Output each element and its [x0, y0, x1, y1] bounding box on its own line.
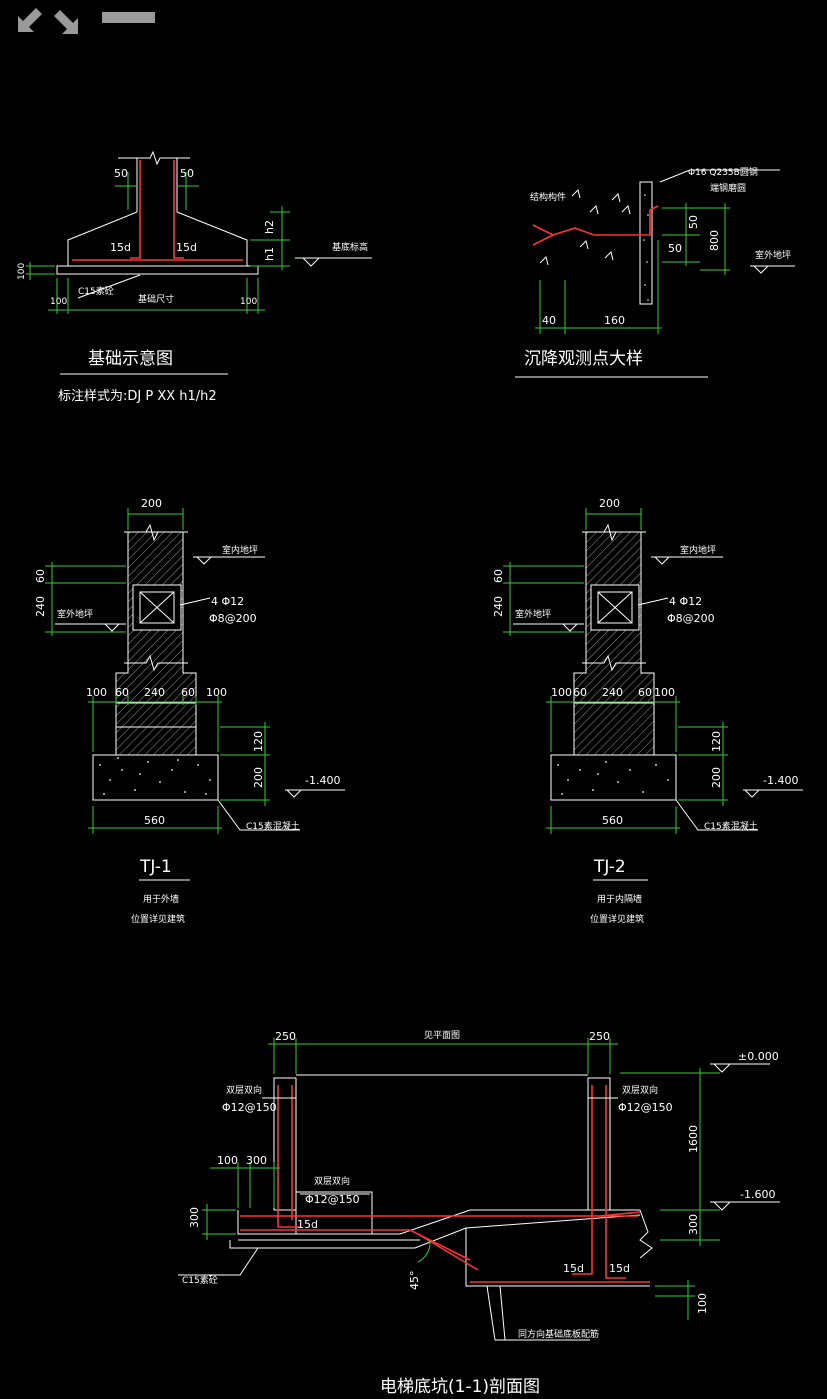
dim-800: 800	[708, 230, 721, 251]
pit-cushion: C15素砼	[182, 1274, 218, 1286]
settlement-detail: Φ16 Q235B圆钢 端钢磨圆 结构构件 室外地坪 50 50 800 40 …	[515, 166, 795, 378]
dim-h1: h1	[263, 247, 276, 261]
tj1-outdoor-floor: 室外地坪	[57, 608, 93, 620]
tj2-beam-main: 4 Φ12	[669, 595, 702, 608]
tj2-beam-stirrup: Φ8@200	[667, 612, 715, 625]
pit-dim-1600: 1600	[687, 1125, 700, 1153]
pit-dim-300-right: 300	[687, 1214, 700, 1235]
label-rebar-note: 端钢磨圆	[710, 182, 746, 194]
tj2-d100b: 100	[654, 686, 675, 699]
tj1-elevation: -1.400	[305, 774, 340, 787]
tj2-d240b: 240	[602, 686, 623, 699]
pit-right-rebar: Φ12@150	[618, 1101, 673, 1114]
tj1-labels: 200 60 240 100 60 240 60 100 120 200 560…	[34, 497, 340, 925]
tj2-d120: 120	[710, 731, 723, 752]
pit-elev-bottom: -1.600	[740, 1188, 775, 1201]
expand-arrows-icon[interactable]	[14, 2, 80, 38]
tj1-beam-stirrup: Φ8@200	[209, 612, 257, 625]
tj1-beam-main: 4 Φ12	[211, 595, 244, 608]
pit-right-bidir: 双层双向	[622, 1084, 658, 1096]
dim-h2: h2	[263, 220, 276, 234]
tj1-note-1: 用于外墙	[143, 893, 179, 905]
tj1-d100b: 100	[206, 686, 227, 699]
label-cushion: C15素砼	[78, 285, 114, 297]
pit-dim-left-wall: 250	[275, 1030, 296, 1043]
tj1-d120: 120	[252, 731, 265, 752]
tj1-base-width: 560	[144, 814, 165, 827]
tj2-base-width: 560	[602, 814, 623, 827]
pit-anchor-bl: 15d	[563, 1262, 584, 1275]
tj1-d240: 240	[34, 596, 47, 617]
concrete-speckle-tj1	[99, 757, 211, 795]
dim-left-offset: 100	[50, 297, 67, 307]
label-rebar-spec: Φ16 Q235B圆钢	[688, 166, 758, 178]
tj2-d60b: 60	[638, 686, 652, 699]
foundation-title: 基础示意图	[88, 349, 173, 369]
dim-right-top: 50	[180, 167, 194, 180]
pit-mid-bidir: 双层双向	[314, 1175, 350, 1187]
tj2-d100a: 100	[551, 686, 572, 699]
pit-title: 电梯底坑(1-1)剖面图	[380, 1377, 540, 1397]
tj1-d100a: 100	[86, 686, 107, 699]
label-base-elevation: 基底标高	[332, 241, 368, 253]
tj2-indoor-floor: 室内地坪	[680, 544, 716, 556]
tj2-top-width: 200	[599, 497, 620, 510]
tj1-d60b: 60	[181, 686, 195, 699]
pit-mid-rebar: Φ12@150	[305, 1193, 360, 1206]
tj1-note-2: 位置详见建筑	[131, 913, 185, 925]
dim-50-bottom: 50	[668, 242, 682, 255]
tj2-d60: 60	[492, 569, 505, 583]
dim-50-top: 50	[687, 215, 700, 229]
dim-left-top: 50	[114, 167, 128, 180]
pit-anchor-br: 15d	[609, 1262, 630, 1275]
tj1-indoor-floor: 室内地坪	[222, 544, 258, 556]
dim-right-offset: 100	[240, 297, 257, 307]
label-structural-col: 结构构件	[530, 191, 566, 203]
tj2-d60a: 60	[573, 686, 587, 699]
strip-foundation-tj2	[503, 508, 803, 881]
dim-pad: 100	[17, 263, 27, 280]
settlement-title: 沉降观测点大样	[524, 349, 643, 369]
foundation-subtitle: 标注样式为:DJ P XX h1/h2	[58, 389, 217, 404]
anchor-right: 15d	[176, 241, 197, 254]
tj2-outdoor-floor: 室外地坪	[515, 608, 551, 620]
pit-elev-top: ±0.000	[738, 1050, 779, 1063]
tj2-d200: 200	[710, 767, 723, 788]
pit-anchor-left: 15d	[297, 1218, 318, 1231]
pit-dim-300: 300	[246, 1154, 267, 1167]
pit-left-rebar: Φ12@150	[222, 1101, 277, 1114]
tj2-note-1: 用于内隔墙	[597, 893, 642, 905]
tj2-concrete: C15素混凝土	[704, 820, 758, 832]
pit-dim-100: 100	[217, 1154, 238, 1167]
tj1-top-width: 200	[141, 497, 162, 510]
elevator-pit: 250 见平面图 250 100 300 300 1600 300 100 15…	[178, 1030, 780, 1397]
pit-bottom-note: 同方向基础底板配筋	[518, 1328, 599, 1340]
tj1-d200: 200	[252, 767, 265, 788]
dim-160: 160	[604, 314, 625, 327]
tj1-d60: 60	[34, 569, 47, 583]
pit-left-bidir: 双层双向	[226, 1084, 262, 1096]
minimize-bar-icon[interactable]	[102, 12, 155, 23]
label-outdoor-floor: 室外地坪	[755, 249, 791, 261]
tj2-title: TJ-2	[593, 857, 626, 877]
strip-foundation-tj1	[45, 508, 345, 881]
pit-dim-right-wall: 250	[589, 1030, 610, 1043]
pit-plan-ref: 见平面图	[424, 1030, 460, 1041]
tj1-d60a: 60	[115, 686, 129, 699]
tj2-d240: 240	[492, 596, 505, 617]
tj2-elevation: -1.400	[763, 774, 798, 787]
tj2-note-2: 位置详见建筑	[590, 913, 644, 925]
pit-dim-100-bottom: 100	[696, 1293, 709, 1314]
pit-dim-300-left: 300	[188, 1207, 201, 1228]
label-base-size: 基础尺寸	[138, 293, 174, 305]
foundation-sketch: 50 50 15d 15d h2 h1 100 100 100 基底标高 C15…	[17, 150, 372, 404]
pit-angle: 45°	[408, 1271, 421, 1291]
tj2-labels: 200 60 240 100 60 240 60 100 120 200 560…	[492, 497, 798, 925]
tj1-title: TJ-1	[139, 857, 172, 877]
anchor-left: 15d	[110, 241, 131, 254]
tj1-d240b: 240	[144, 686, 165, 699]
dim-40: 40	[542, 314, 556, 327]
tj1-concrete: C15素混凝土	[246, 820, 300, 832]
